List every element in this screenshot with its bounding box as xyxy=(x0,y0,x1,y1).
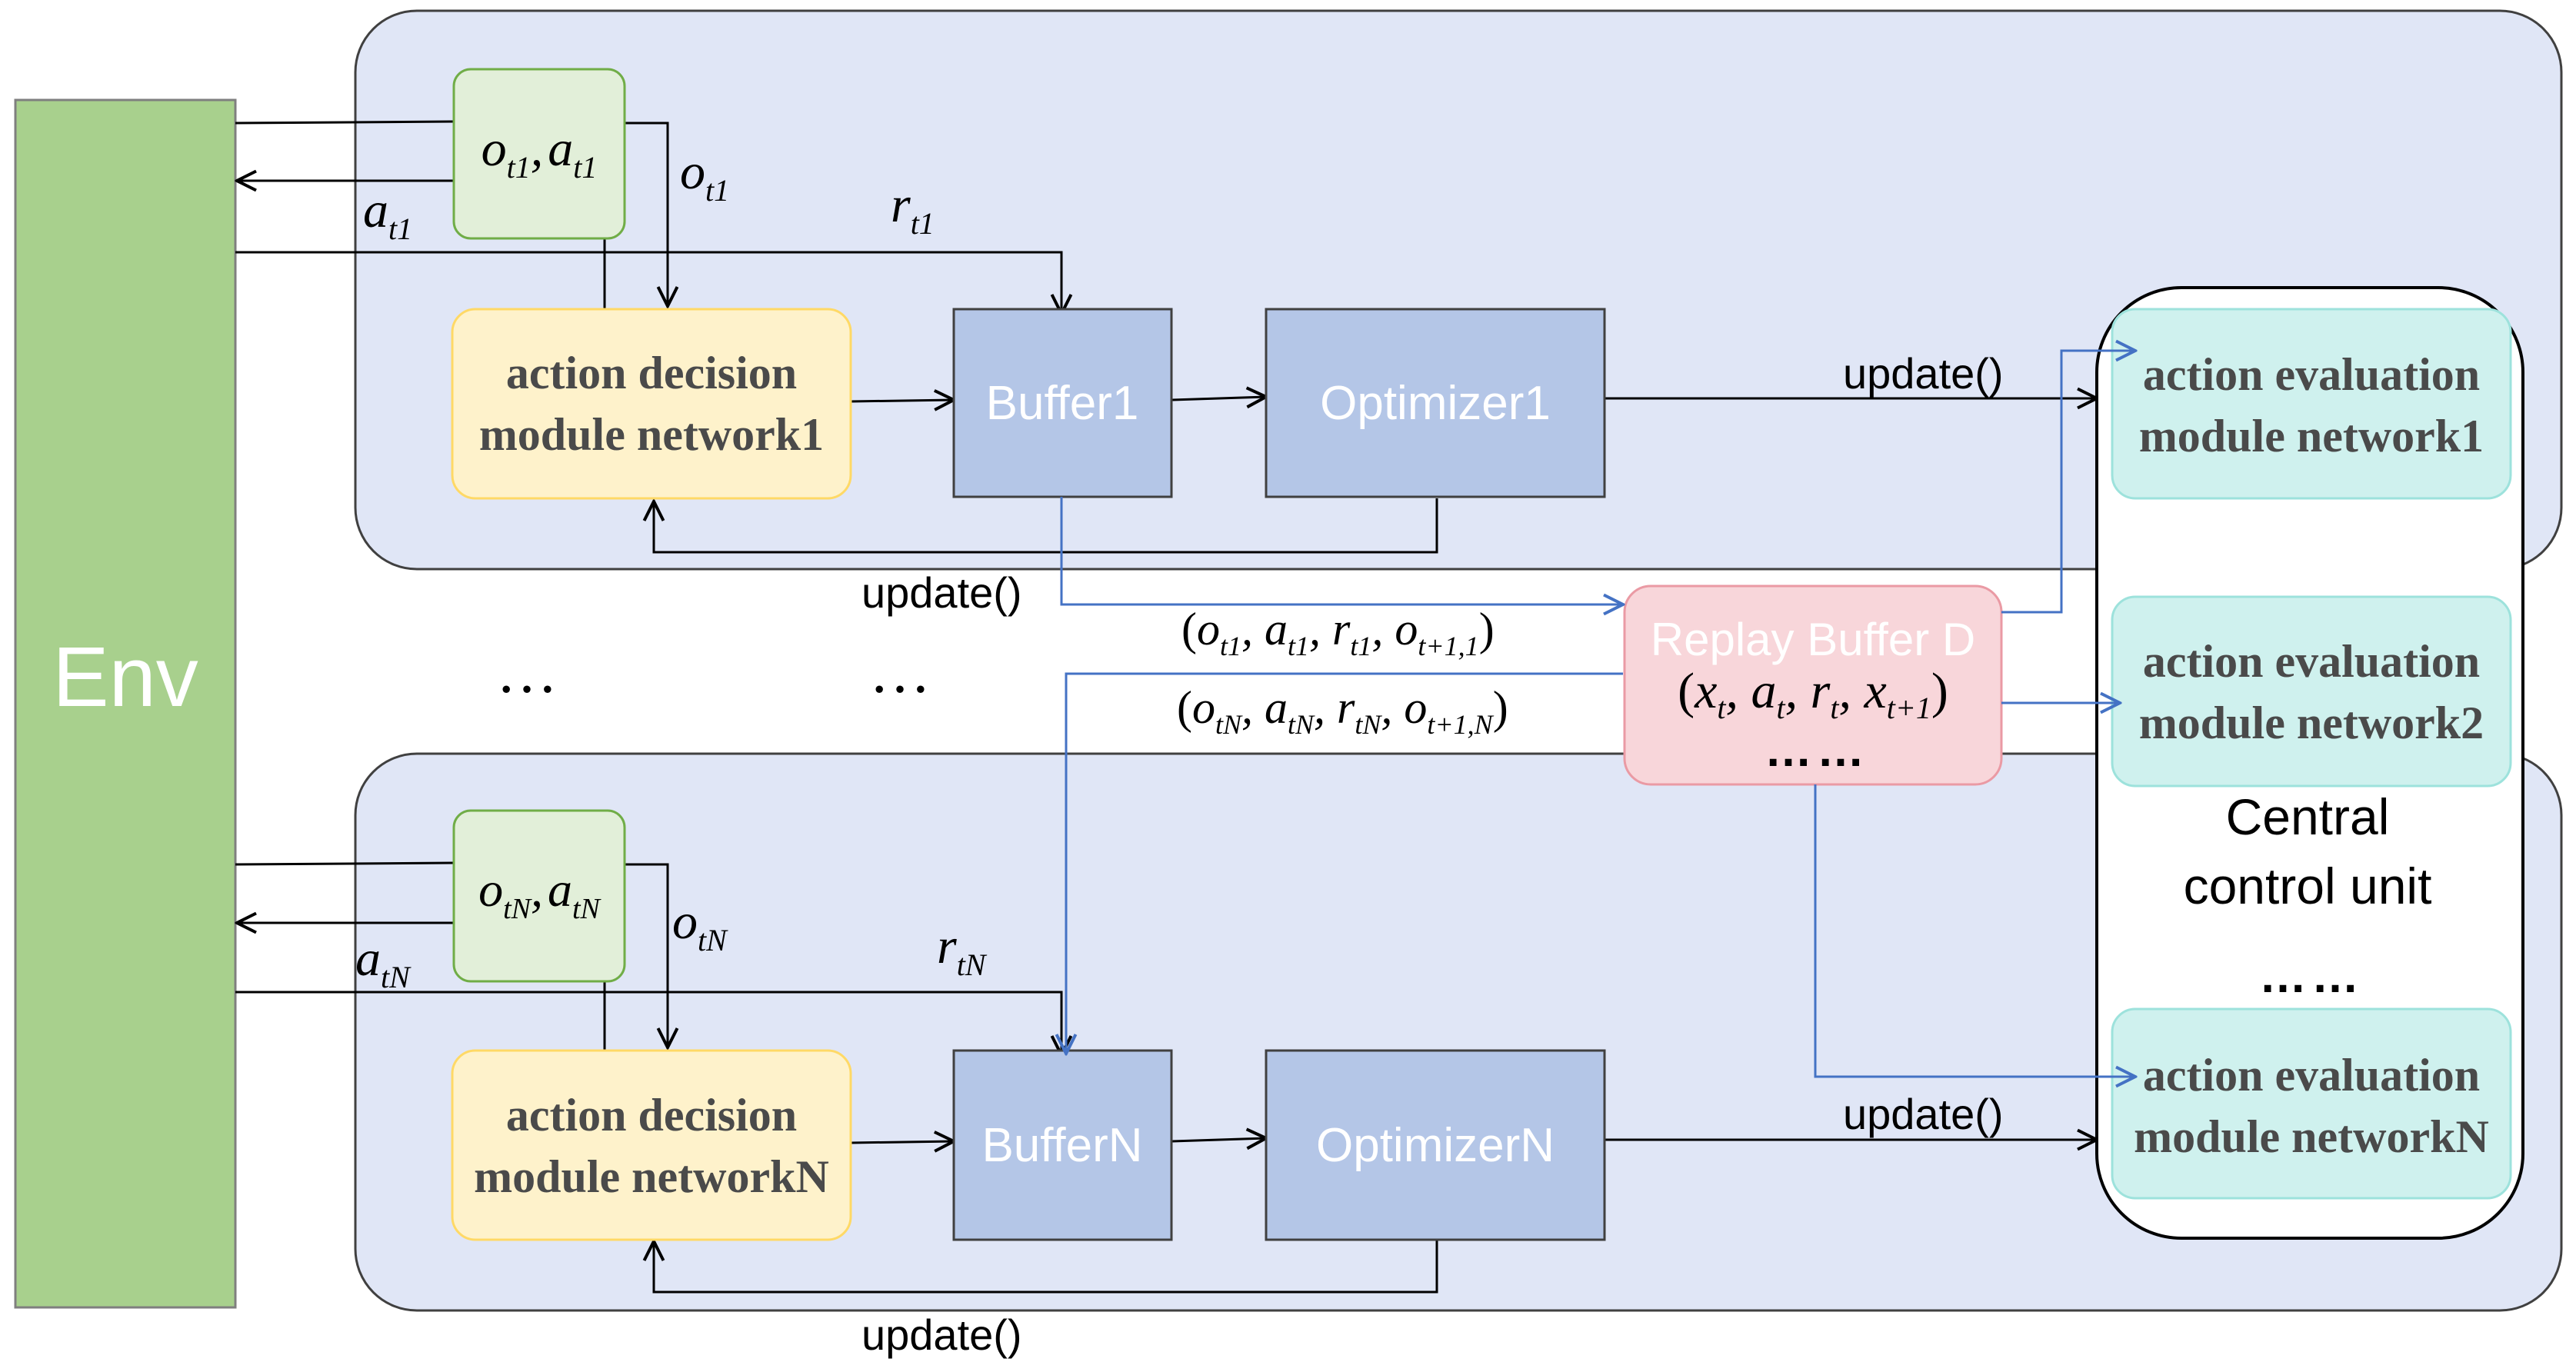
ellipsis-mid: … xyxy=(869,638,931,706)
agentN-buffer-label: BufferN xyxy=(981,1119,1142,1172)
agentN-decision-line1: action decision xyxy=(506,1090,797,1141)
replay-to-bufferN-arrow xyxy=(1066,672,1623,1054)
replay-buffer-dots: …… xyxy=(1765,724,1869,777)
agentN-action-label: atN xyxy=(355,931,412,994)
agentN-update-out-label: update() xyxy=(1843,1090,2004,1138)
eval2-line1: action evaluation xyxy=(2143,636,2480,687)
evalN-line1: action evaluation xyxy=(2143,1050,2480,1101)
agent1-panel xyxy=(354,9,2563,571)
agent1-buffer-to-optimizer-arrow xyxy=(1171,397,1266,400)
central-dots: …… xyxy=(2259,950,2364,1003)
agent1-decision-line1: action decision xyxy=(506,348,797,398)
ellipsis-left: … xyxy=(496,638,558,706)
agent1-reward-arrow xyxy=(235,251,1061,314)
agentN-decision-box xyxy=(451,1049,852,1241)
agentN-obs-line xyxy=(235,861,455,866)
replay-buffer-title: Replay Buffer D xyxy=(1651,614,1975,665)
agentN-decision-to-buffer-arrow xyxy=(850,1141,954,1143)
agentN-optimizer-box xyxy=(1265,1049,1606,1241)
agent1-update-back-arrow xyxy=(654,498,1438,554)
agent1-update-back-label: update() xyxy=(861,568,1022,617)
agent1-optimizer-box xyxy=(1265,308,1606,498)
agentN-obs-action-box xyxy=(452,809,626,983)
central-label-line2: control unit xyxy=(2184,858,2432,914)
evalN-box xyxy=(2111,1007,2512,1200)
agentN-obs-action: otN,atN xyxy=(478,862,602,925)
replay-buffer-box xyxy=(1623,584,2003,786)
agentN-panel xyxy=(354,752,2563,1312)
agentN-update-back-arrow xyxy=(654,1240,1438,1294)
agent1-obs-to-decision-arrow xyxy=(625,122,668,306)
env-box xyxy=(14,98,237,1309)
eval2-line2: module network2 xyxy=(2139,698,2484,748)
agent1-update-out-label: update() xyxy=(1843,349,2004,398)
agent1-buffer-box xyxy=(952,308,1173,498)
agent1-obs-action-box xyxy=(452,68,626,240)
central-label-line1: Central xyxy=(2226,788,2390,845)
agent1-decision-to-buffer-arrow xyxy=(850,400,954,401)
agent1-buffer-label: Buffer1 xyxy=(986,377,1139,430)
transition-t1: (ot1, at1, rt1, ot+1,1) xyxy=(1181,604,1495,661)
replay-to-evalN-arrow xyxy=(1814,784,2135,1077)
agentN-optimizer-label: OptimizerN xyxy=(1316,1119,1555,1172)
transition-tN: (otN, atN, rtN, ot+1,N) xyxy=(1177,682,1508,740)
agent1-decision-line2: module network1 xyxy=(479,409,824,460)
agent1-optimizer-label: Optimizer1 xyxy=(1320,377,1551,430)
eval1-line1: action evaluation xyxy=(2143,349,2480,400)
eval2-box xyxy=(2111,595,2512,788)
eval1-box xyxy=(2111,308,2512,500)
agentN-update-back-label: update() xyxy=(861,1310,1022,1359)
agentN-decision-line2: module networkN xyxy=(474,1151,829,1202)
agent1-decision-box xyxy=(451,308,852,500)
evalN-line2: module networkN xyxy=(2134,1111,2489,1162)
buffer1-to-replay-arrow xyxy=(1060,497,1623,604)
env-label: Env xyxy=(52,630,198,724)
agentN-obs-to-decision-arrow xyxy=(625,863,668,1047)
agent1-obs-line xyxy=(235,120,455,125)
eval1-line2: module network1 xyxy=(2139,411,2484,461)
agent1-obs-action: ot1,at1 xyxy=(482,121,598,185)
agentN-buffer-to-optimizer-arrow xyxy=(1171,1138,1266,1141)
agentN-buffer-box xyxy=(952,1049,1173,1241)
replay-to-eval1-arrow xyxy=(2001,351,2135,614)
